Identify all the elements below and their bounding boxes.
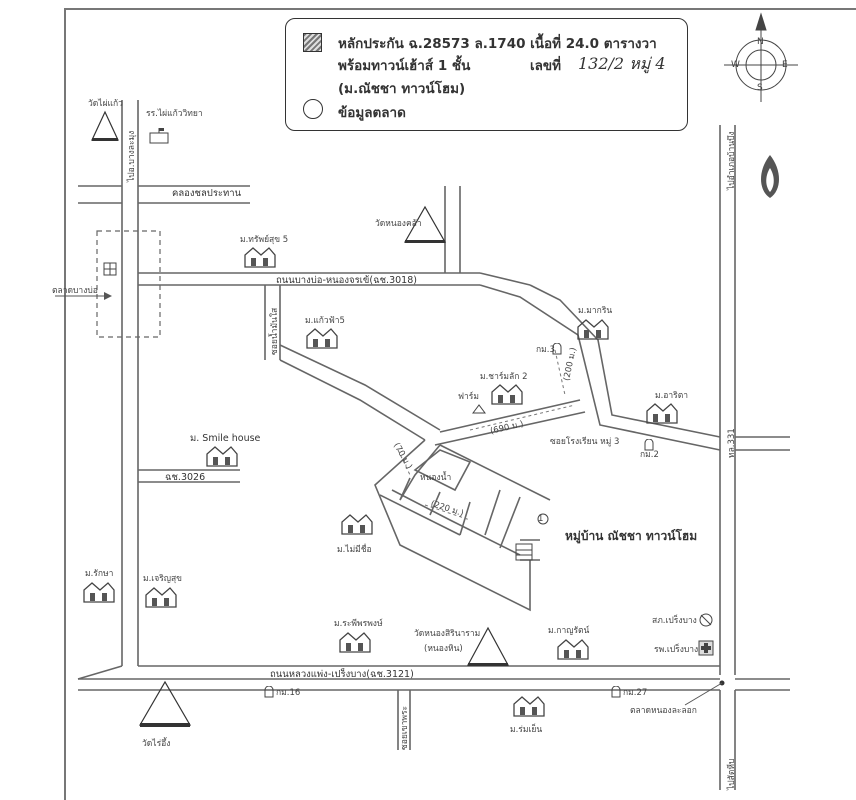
km-16-label: กม.16	[276, 688, 301, 698]
canal-label: คลองชลประทาน	[172, 188, 242, 199]
house-icon	[206, 446, 238, 467]
wat-nong-sirin-sub-label: (หนองหิน)	[424, 644, 463, 654]
to-bang-lamung-label: ไปอ.บางละมุง	[127, 130, 137, 182]
temple-icon	[138, 680, 192, 726]
wat-rai-ueng-label: วัดไร่อึ้ง	[142, 739, 171, 749]
marker-1-label: 1	[538, 514, 544, 524]
temple-icon	[91, 110, 119, 141]
legend-project-name: (ม.ณัชชา ทาวน์โฮม)	[338, 81, 466, 97]
village-smile-label: ม. Smile house	[190, 433, 261, 444]
pond-shape	[413, 449, 472, 492]
house-icon	[557, 639, 589, 660]
wat-nong-sirin-label: วัดหนองสิรินาราม	[414, 629, 481, 639]
compass-w: W	[731, 60, 740, 70]
km-post-icon	[611, 686, 621, 698]
market-area	[96, 230, 161, 338]
market-circle-icon	[303, 99, 323, 119]
house-icon	[646, 403, 678, 424]
legend-title-line2: พร้อมทาวน์เฮ้าส์ 1 ชั้น	[338, 58, 471, 74]
house-icon	[341, 514, 373, 535]
wat-tai-kaew-label: วัดไผ่แก้ว	[88, 99, 123, 109]
pond-label: หนองน้ำ	[420, 473, 452, 483]
road-3018-label: ถนนบางบ่อ-หนองจรเข้(ฉช.3018)	[276, 275, 417, 286]
hospital-icon	[698, 640, 714, 656]
marker-1-icon	[537, 513, 549, 525]
village-arita-label: ม.อาริตา	[655, 391, 689, 401]
house-icon	[339, 632, 371, 653]
farm-label: ฟาร์ม	[458, 392, 479, 402]
wat-nong-khla-label: วัดหนองคล้า	[375, 219, 422, 229]
village-raksa-label: ม.รักษา	[85, 569, 114, 579]
distance-70-line	[397, 449, 411, 476]
legend-box: หลักประกัน ฉ.28573 ล.1740 เนื้อที่ 24.0 …	[285, 18, 688, 131]
school-tai-kaew-label: รร.ไผ่แก้ววิทยา	[146, 109, 203, 119]
village-charm-lak-label: ม.ชาร์มลัก 2	[480, 372, 528, 382]
to-sattahip-label: ไปสัตหีบ	[727, 758, 737, 790]
road-3121-label: ถนนหลวงแพ่ง-เปร็งบาง(ฉช.3121)	[270, 669, 414, 680]
km-post-icon	[264, 686, 274, 698]
hospital-label: รพ.เปร็งบาง	[654, 645, 699, 655]
map-frame	[64, 8, 856, 800]
km-post-icon	[644, 439, 654, 451]
market-icon	[103, 262, 117, 276]
soi-oil-label: ซอยน้ำมันใส	[270, 307, 280, 355]
compass-e: E	[782, 60, 788, 70]
market-bang-bo-label: ตลาดบางบ่อ	[52, 286, 98, 296]
farm-icon	[472, 404, 486, 414]
village-charoen-suk-label: ม.เจริญสุข	[143, 574, 182, 584]
village-rom-yen-label: ม.ร่มเย็น	[510, 725, 543, 735]
to-ban-bueng-label: ไปอำเภอบ้านบึง	[727, 131, 737, 190]
km-27-label: กม.27	[623, 688, 648, 698]
legend-market-label: ข้อมูลตลาด	[338, 105, 406, 121]
house-icon	[491, 384, 523, 405]
collateral-hatch-icon	[303, 33, 322, 52]
km-post-icon	[552, 343, 562, 355]
compass-icon	[724, 12, 798, 102]
road-3026-label: ฉช.3026	[165, 472, 206, 483]
police-label: สภ.เปร็งบาง	[652, 616, 697, 626]
house-icon	[83, 582, 115, 603]
police-icon	[699, 613, 713, 627]
village-kan-rat-label: ม.กาญรัตน์	[548, 626, 590, 636]
km-3-label: กม.3	[536, 345, 555, 355]
school-icon	[149, 128, 169, 144]
village-sap-suk-label: ม.ทรัพย์สุข 5	[240, 235, 289, 245]
emblem-icon	[761, 155, 779, 198]
road-331-label: ทล.331	[727, 428, 737, 458]
market-lao-label: ตลาดหนองละลอก	[630, 706, 697, 716]
legend-deed-label: เลขที่	[530, 58, 562, 74]
compass-n: N	[757, 37, 764, 47]
village-mai-mi-chue-label: ม.ไม่มีชื่อ	[337, 545, 372, 555]
subject-plot-icon	[515, 543, 533, 561]
house-icon	[513, 696, 545, 717]
subject-village-label: หมู่บ้าน ณัชชา ทาวน์โฮม	[565, 529, 698, 543]
house-icon	[244, 247, 276, 268]
soi-moo3-label: ซอยโรงเรียน หมู่ 3	[550, 437, 620, 447]
village-rapee-phon-label: ม.ระพีพรพงษ์	[334, 619, 383, 629]
house-icon	[306, 328, 338, 349]
compass-s: S	[757, 83, 763, 93]
legend-deed-value: 132/2 หมู่ 4	[578, 54, 666, 73]
soi-khao-phra-label: ซอยเขาพระ	[400, 705, 410, 750]
km-2-label: กม.2	[640, 450, 659, 460]
village-ma-krit-label: ม.มากริน	[578, 306, 613, 316]
house-icon	[145, 587, 177, 608]
house-icon	[577, 319, 609, 340]
distance-220-line	[424, 504, 471, 521]
village-kaew-fa-label: ม.แก้วฟ้า5	[305, 316, 345, 326]
distance-200-line	[554, 349, 566, 396]
legend-title-line1: หลักประกัน ฉ.28573 ล.1740 เนื้อที่ 24.0 …	[338, 36, 657, 52]
